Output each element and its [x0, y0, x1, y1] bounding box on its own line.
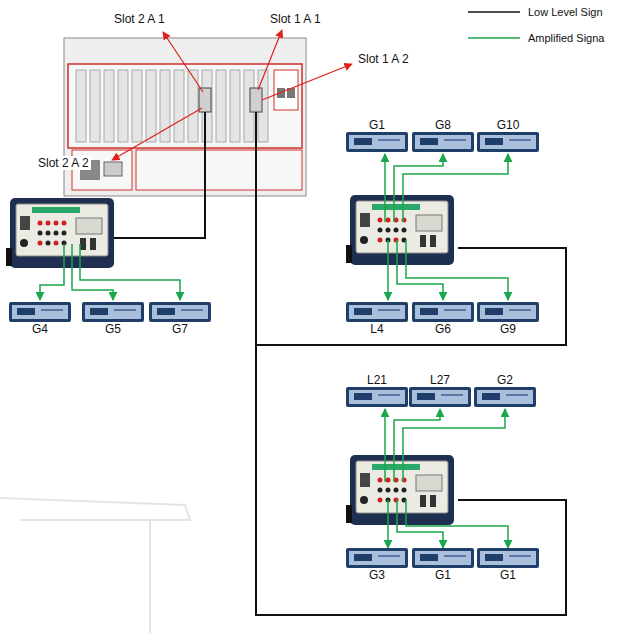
slot-callout: Slot 1 A 1	[268, 12, 323, 26]
relay-label: G3	[368, 568, 386, 582]
relay-unit: G9	[477, 302, 539, 336]
relay-unit: L27	[409, 373, 471, 407]
relay-label: G1	[368, 118, 386, 132]
relay-icon	[346, 302, 408, 322]
relay-icon	[346, 132, 408, 152]
legend-text: Amplified Signa	[528, 32, 604, 44]
relay-icon	[474, 387, 536, 407]
relay-unit: G6	[412, 302, 474, 336]
relay-unit: G1	[346, 118, 408, 152]
relay-icon	[9, 302, 71, 322]
relay-icon	[477, 302, 539, 322]
relay-unit: G10	[477, 118, 539, 152]
relay-icon	[346, 548, 408, 568]
relay-unit: L4	[346, 302, 408, 336]
relay-label: G4	[31, 322, 49, 336]
relay-icon	[149, 302, 211, 322]
relay-unit: G3	[346, 548, 408, 582]
slot-callout: Slot 2 A 1	[112, 12, 167, 26]
legend-entry: Low Level Sign	[468, 6, 603, 18]
relay-unit: G1	[412, 548, 474, 582]
legend-entry: Amplified Signa	[468, 32, 604, 44]
relay-label: G10	[496, 118, 521, 132]
relay-icon	[412, 548, 474, 568]
relay-label: G5	[104, 322, 122, 336]
relay-unit: G4	[9, 302, 71, 336]
relay-label: G6	[434, 322, 452, 336]
relay-unit: G7	[149, 302, 211, 336]
relay-icon	[477, 548, 539, 568]
relay-unit: G5	[82, 302, 144, 336]
relay-label: L21	[366, 373, 388, 387]
relay-icon	[477, 132, 539, 152]
relay-unit: G1	[477, 548, 539, 582]
relay-label: L27	[429, 373, 451, 387]
slot-callout: Slot 2 A 2	[36, 156, 91, 170]
relay-icon	[82, 302, 144, 322]
relay-icon	[412, 132, 474, 152]
slot-callout: Slot 1 A 2	[356, 52, 411, 66]
relay-label: G8	[434, 118, 452, 132]
relay-unit: L21	[346, 373, 408, 407]
relay-icon	[409, 387, 471, 407]
relay-label: G1	[434, 568, 452, 582]
relay-label: G1	[499, 568, 517, 582]
relay-label: G7	[171, 322, 189, 336]
relay-icon	[346, 387, 408, 407]
legend-text: Low Level Sign	[528, 6, 603, 18]
relay-label: G9	[499, 322, 517, 336]
legend-line-sample	[468, 7, 520, 17]
relay-unit: G2	[474, 373, 536, 407]
relay-unit: G8	[412, 118, 474, 152]
relay-label: L4	[369, 322, 384, 336]
legend-line-sample	[468, 33, 520, 43]
relay-icon	[412, 302, 474, 322]
relay-label: G2	[496, 373, 514, 387]
